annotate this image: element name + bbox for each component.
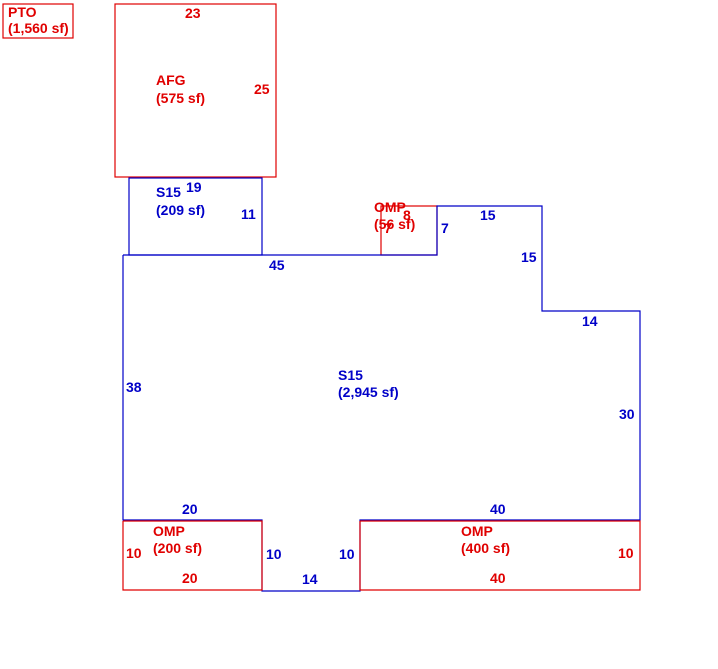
dim-omp-right-inner: 10 bbox=[339, 546, 355, 562]
s15-main-code: S15 bbox=[338, 367, 363, 383]
dim-omp-right-bottom: 40 bbox=[490, 570, 506, 586]
omp-right-code: OMP bbox=[461, 523, 493, 539]
pto-outline bbox=[2, 3, 74, 39]
dim-omp-small-left: 7 bbox=[384, 220, 392, 236]
dim-omp-small-top: 8 bbox=[403, 207, 411, 223]
afg-outline bbox=[114, 3, 277, 178]
dim-main-right: 30 bbox=[619, 406, 635, 422]
dim-omp-left-top: 20 bbox=[182, 501, 198, 517]
s15-small-code: S15 bbox=[156, 184, 181, 200]
omp-small-area: (56 sf) bbox=[374, 216, 415, 232]
dim-omp-left-inner: 10 bbox=[266, 546, 282, 562]
omp-right-outline bbox=[359, 520, 641, 591]
dim-omp-right-top: 40 bbox=[490, 501, 506, 517]
pto-area: (1,560 sf) bbox=[8, 20, 69, 36]
dim-omp-left-side: 10 bbox=[126, 545, 142, 561]
dim-main-right-notch: 7 bbox=[441, 220, 449, 236]
dim-main-step: 14 bbox=[582, 313, 598, 329]
dim-bottom-gap: 14 bbox=[302, 571, 318, 587]
omp-right-area: (400 sf) bbox=[461, 540, 510, 556]
dim-main-left: 38 bbox=[126, 379, 142, 395]
dim-afg-top: 23 bbox=[185, 5, 201, 21]
omp-left-code: OMP bbox=[153, 523, 185, 539]
dim-s15-small-top: 19 bbox=[186, 179, 202, 195]
omp-left-outline bbox=[122, 520, 263, 591]
dim-omp-left-bottom: 20 bbox=[182, 570, 198, 586]
dim-s15-small-right: 11 bbox=[241, 206, 256, 222]
afg-code: AFG bbox=[156, 72, 186, 88]
afg-area: (575 sf) bbox=[156, 90, 205, 106]
s15-main-area: (2,945 sf) bbox=[338, 384, 399, 400]
dim-omp-right-side: 10 bbox=[618, 545, 634, 561]
s15-small-area: (209 sf) bbox=[156, 202, 205, 218]
dim-afg-right: 25 bbox=[254, 81, 270, 97]
omp-small-code: OMP bbox=[374, 199, 406, 215]
dim-main-upper-right-side: 15 bbox=[521, 249, 537, 265]
pto-code: PTO bbox=[8, 4, 37, 20]
omp-left-area: (200 sf) bbox=[153, 540, 202, 556]
dim-main-top-left: 45 bbox=[269, 257, 285, 273]
s15-main-outline bbox=[122, 205, 641, 592]
dim-main-upper-right-top: 15 bbox=[480, 207, 496, 223]
